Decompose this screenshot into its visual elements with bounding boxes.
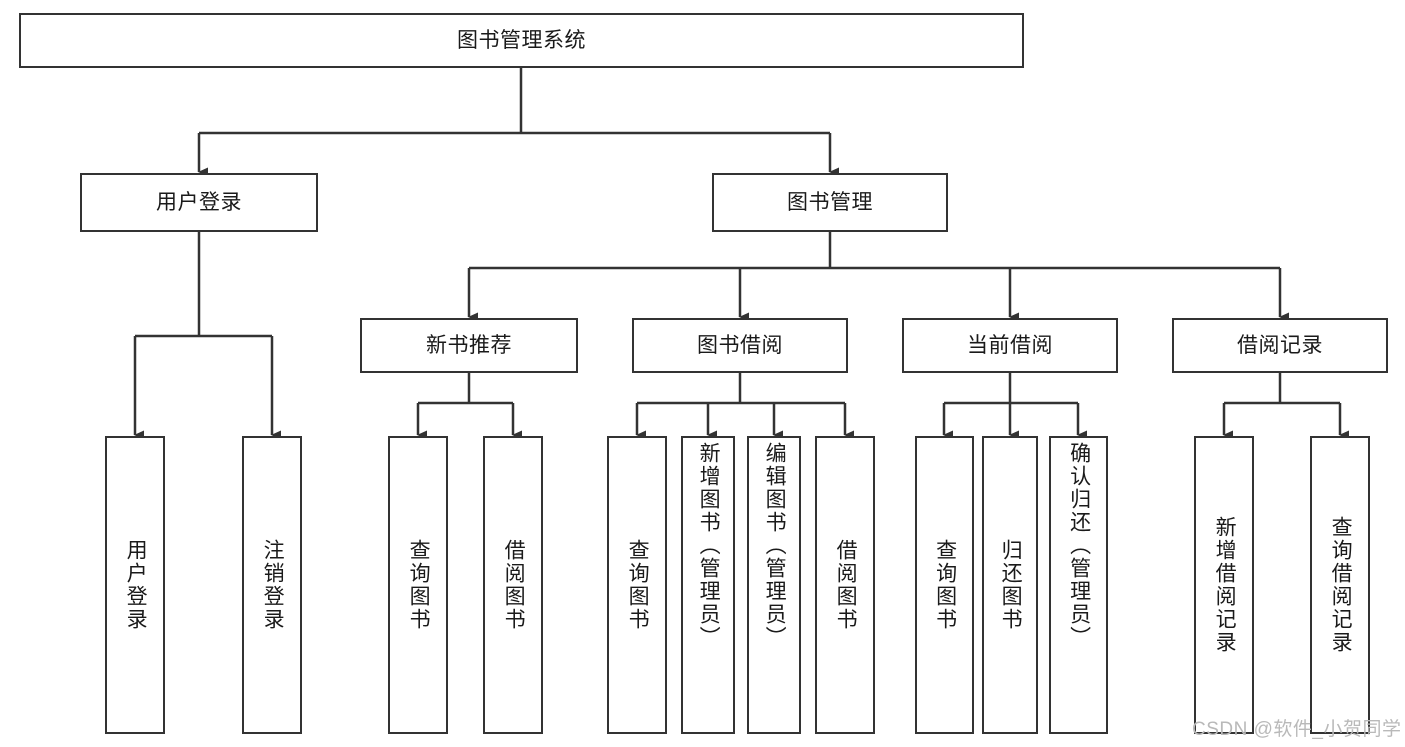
leaf-logout-label: 注销登录 — [261, 539, 285, 631]
node-book-manage-label: 图书管理 — [787, 190, 873, 214]
leaf-confirm-return[interactable]: 确认归还（管理员） — [1049, 436, 1108, 734]
node-new-book-recommend-label: 新书推荐 — [426, 333, 512, 357]
node-borrow-record-label: 借阅记录 — [1237, 333, 1323, 357]
leaf-return-book-label: 归还图书 — [999, 539, 1023, 631]
leaf-query-record-label: 查询借阅记录 — [1329, 516, 1353, 654]
node-current-borrow[interactable]: 当前借阅 — [902, 318, 1118, 373]
leaf-borrow-book-2[interactable]: 借阅图书 — [815, 436, 875, 734]
leaf-edit-book-label: 编辑图书（管理员） — [763, 442, 787, 649]
leaf-borrow-book-2-label: 借阅图书 — [834, 539, 858, 631]
node-user-login[interactable]: 用户登录 — [80, 173, 318, 232]
leaf-add-record[interactable]: 新增借阅记录 — [1194, 436, 1254, 734]
leaf-user-login[interactable]: 用户登录 — [105, 436, 165, 734]
node-book-borrow-label: 图书借阅 — [697, 333, 783, 357]
leaf-query-book-1[interactable]: 查询图书 — [388, 436, 448, 734]
node-current-borrow-label: 当前借阅 — [967, 333, 1053, 357]
node-root-label: 图书管理系统 — [457, 28, 586, 52]
leaf-query-record[interactable]: 查询借阅记录 — [1310, 436, 1370, 734]
node-book-manage[interactable]: 图书管理 — [712, 173, 948, 232]
leaf-query-book-2[interactable]: 查询图书 — [607, 436, 667, 734]
node-root[interactable]: 图书管理系统 — [19, 13, 1024, 68]
leaf-user-login-label: 用户登录 — [124, 539, 148, 631]
leaf-add-book[interactable]: 新增图书（管理员） — [681, 436, 735, 734]
leaf-query-book-3-label: 查询图书 — [933, 539, 957, 631]
leaf-add-record-label: 新增借阅记录 — [1213, 516, 1237, 654]
leaf-edit-book[interactable]: 编辑图书（管理员） — [747, 436, 801, 734]
leaf-borrow-book-1-label: 借阅图书 — [502, 539, 526, 631]
leaf-query-book-3[interactable]: 查询图书 — [915, 436, 974, 734]
leaf-query-book-2-label: 查询图书 — [626, 539, 650, 631]
leaf-borrow-book-1[interactable]: 借阅图书 — [483, 436, 543, 734]
leaf-add-book-label: 新增图书（管理员） — [697, 442, 721, 649]
leaf-return-book[interactable]: 归还图书 — [982, 436, 1038, 734]
node-user-login-label: 用户登录 — [156, 190, 242, 214]
leaf-query-book-1-label: 查询图书 — [407, 539, 431, 631]
csdn-watermark: CSDN @软件_小贺同学 — [1192, 719, 1402, 740]
leaf-logout[interactable]: 注销登录 — [242, 436, 302, 734]
node-borrow-record[interactable]: 借阅记录 — [1172, 318, 1388, 373]
node-book-borrow[interactable]: 图书借阅 — [632, 318, 848, 373]
node-new-book-recommend[interactable]: 新书推荐 — [360, 318, 578, 373]
leaf-confirm-return-label: 确认归还（管理员） — [1067, 442, 1091, 649]
